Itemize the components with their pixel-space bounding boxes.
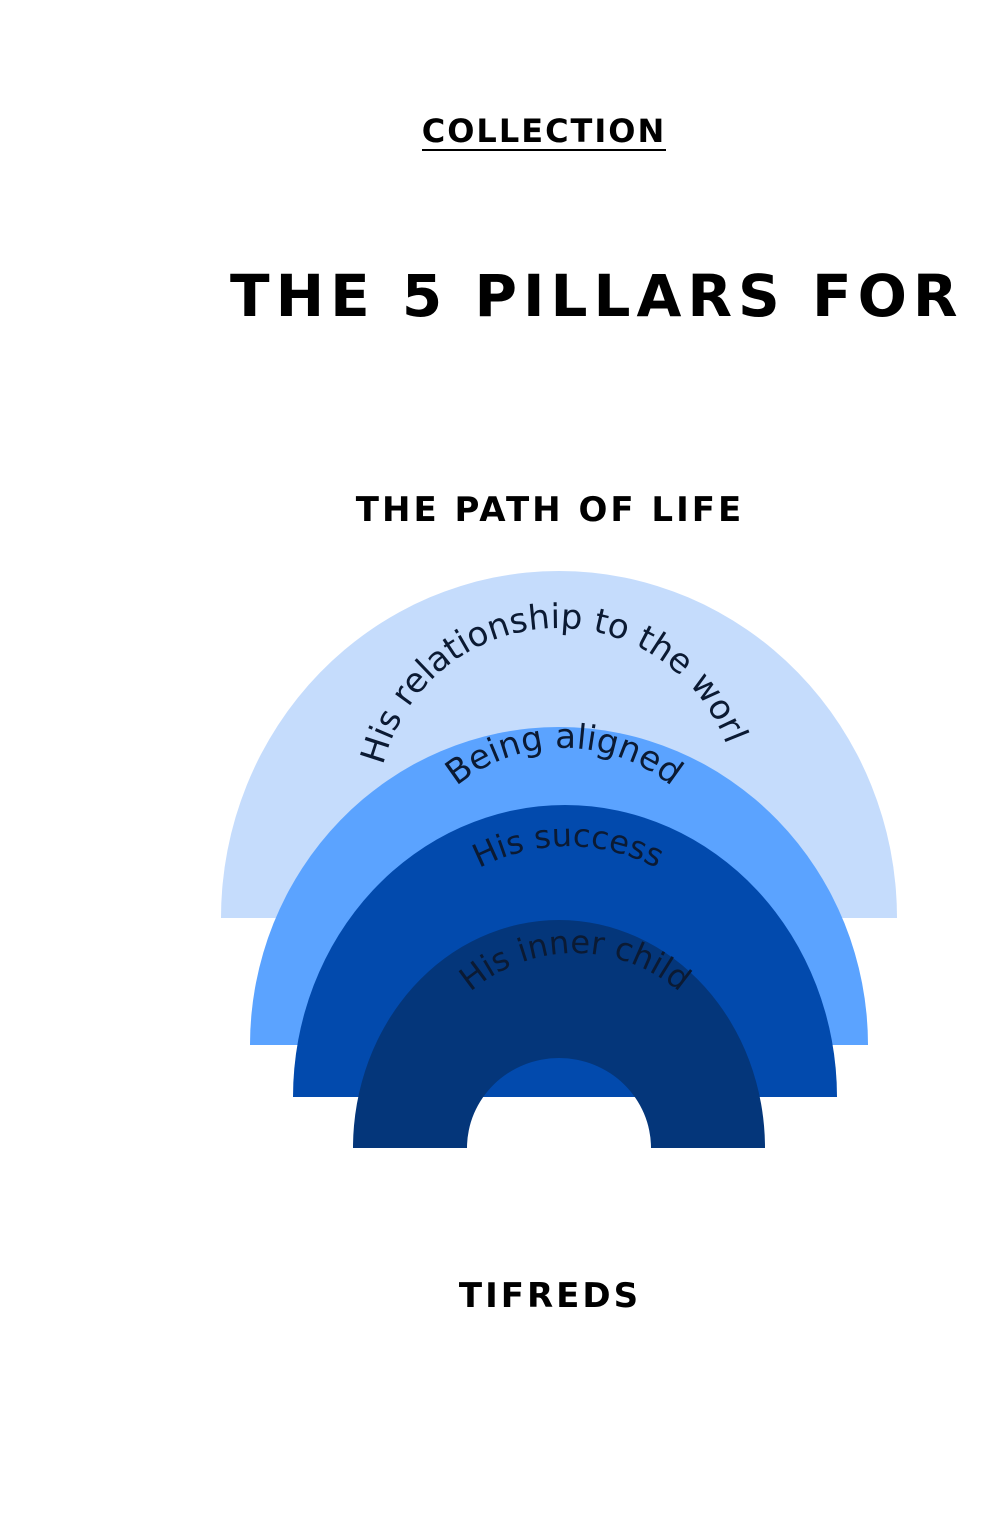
collection-label: COLLECTION bbox=[0, 112, 1000, 151]
collection-text: COLLECTION bbox=[421, 112, 667, 151]
author-name: TIFREDS bbox=[458, 1276, 642, 1316]
cover-title: THE 5 PILLARS FOR bbox=[230, 262, 964, 330]
cover-subtitle: THE PATH OF LIFE bbox=[355, 490, 745, 530]
arc-inner-child bbox=[353, 920, 765, 1148]
